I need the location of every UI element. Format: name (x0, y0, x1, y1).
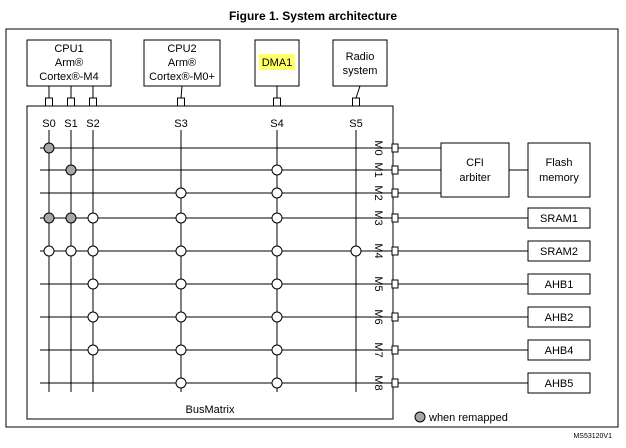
master-dma1: DMA1 (254, 39, 300, 87)
slave-port-s2 (89, 97, 97, 107)
node-s3-m3 (175, 212, 187, 224)
slave-label-s0: S0 (42, 118, 55, 130)
cfi-line-2: arbiter (459, 172, 491, 184)
node-s2-m5 (87, 278, 99, 290)
legend-remapped-node (414, 411, 426, 423)
target-ahb2: AHB2 (527, 306, 591, 328)
busmatrix-label: BusMatrix (186, 404, 235, 416)
outer-frame (5, 28, 619, 428)
wire-master-s3 (180, 85, 183, 99)
node-s4-m8 (271, 377, 283, 389)
node-s2-m6 (87, 311, 99, 323)
node-s0-m0 (43, 142, 55, 154)
node-s4-m2 (271, 187, 283, 199)
slave-port-s4 (273, 97, 281, 107)
target-sram2: SRAM2 (527, 240, 591, 262)
master-port-m6 (391, 312, 399, 322)
busmatrix-grid (40, 85, 528, 392)
master-port-m2 (391, 188, 399, 198)
master-radio-line-1: Radio (346, 51, 375, 63)
flash-line-1: Flash (546, 157, 573, 169)
master-cpu1: CPU1 Arm® Cortex®-M4 (26, 39, 112, 87)
target-ahb4-label: AHB4 (545, 345, 574, 357)
master-radio: Radio system (332, 39, 388, 87)
master-radio-line-2: system (343, 65, 378, 77)
target-ahb5: AHB5 (527, 372, 591, 394)
node-s2-m3 (87, 212, 99, 224)
master-cpu1-line-1: CPU1 (54, 43, 83, 55)
node-s4-m4 (271, 245, 283, 257)
node-s4-m3 (271, 212, 283, 224)
wire-master-s5 (355, 85, 361, 99)
target-ahb2-label: AHB2 (545, 312, 574, 324)
slave-label-s5: S5 (349, 118, 362, 130)
target-ahb4: AHB4 (527, 339, 591, 361)
slave-label-s4: S4 (270, 118, 283, 130)
target-sram1-label: SRAM1 (540, 213, 578, 225)
slave-label-s1: S1 (64, 118, 77, 130)
node-s3-m8 (175, 377, 187, 389)
cfi-line-1: CFI (466, 157, 484, 169)
node-s3-m6 (175, 311, 187, 323)
node-s2-m7 (87, 344, 99, 356)
node-s3-m2 (175, 187, 187, 199)
dma1-highlight (259, 54, 295, 70)
master-port-m3 (391, 213, 399, 223)
slave-label-s2: S2 (86, 118, 99, 130)
master-port-m5 (391, 279, 399, 289)
node-s4-m6 (271, 311, 283, 323)
node-s2-m4 (87, 245, 99, 257)
master-cpu1-line-3: Cortex®-M4 (39, 71, 98, 83)
target-ahb1-label: AHB1 (545, 279, 574, 291)
node-s3-m5 (175, 278, 187, 290)
node-s4-m1 (271, 164, 283, 176)
master-cpu2-line-2: Arm® (168, 57, 196, 69)
slave-port-s0 (45, 97, 53, 107)
slave-port-s3 (177, 97, 185, 107)
slave-port-s1 (67, 97, 75, 107)
master-cpu2-line-1: CPU2 (167, 43, 196, 55)
master-port-m8 (391, 378, 399, 388)
connection-nodes (43, 142, 362, 389)
node-s4-m5 (271, 278, 283, 290)
master-dma1-line-1: DMA1 (262, 57, 293, 69)
slave-port-s5 (352, 97, 360, 107)
cfi-arbiter: CFI arbiter (440, 142, 510, 198)
node-s1-m1 (65, 164, 77, 176)
flash-memory: Flash memory (527, 142, 591, 198)
node-s1-m4 (65, 245, 77, 257)
node-s4-m7 (271, 344, 283, 356)
node-s3-m4 (175, 245, 187, 257)
slave-label-s3: S3 (174, 118, 187, 130)
node-s5-m4 (350, 245, 362, 257)
node-s0-m4 (43, 245, 55, 257)
master-port-m4 (391, 246, 399, 256)
master-port-m1 (391, 165, 399, 175)
master-cpu2: CPU2 Arm® Cortex®-M0+ (143, 39, 221, 87)
node-s0-m3 (43, 212, 55, 224)
node-s3-m7 (175, 344, 187, 356)
master-cpu1-line-2: Arm® (55, 57, 83, 69)
figure-code: MS53120V1 (573, 433, 612, 440)
target-sram1: SRAM1 (527, 207, 591, 229)
target-ahb1: AHB1 (527, 273, 591, 295)
node-s1-m3 (65, 212, 77, 224)
target-sram2-label: SRAM2 (540, 246, 578, 258)
master-port-m7 (391, 345, 399, 355)
flash-line-2: memory (539, 172, 579, 184)
figure-title: Figure 1. System architecture (229, 9, 397, 23)
master-cpu2-line-3: Cortex®-M0+ (149, 71, 215, 83)
master-port-m0 (391, 143, 399, 153)
target-ahb5-label: AHB5 (545, 378, 574, 390)
busmatrix-box (26, 105, 394, 420)
legend-remapped-label: when remapped (428, 412, 508, 424)
